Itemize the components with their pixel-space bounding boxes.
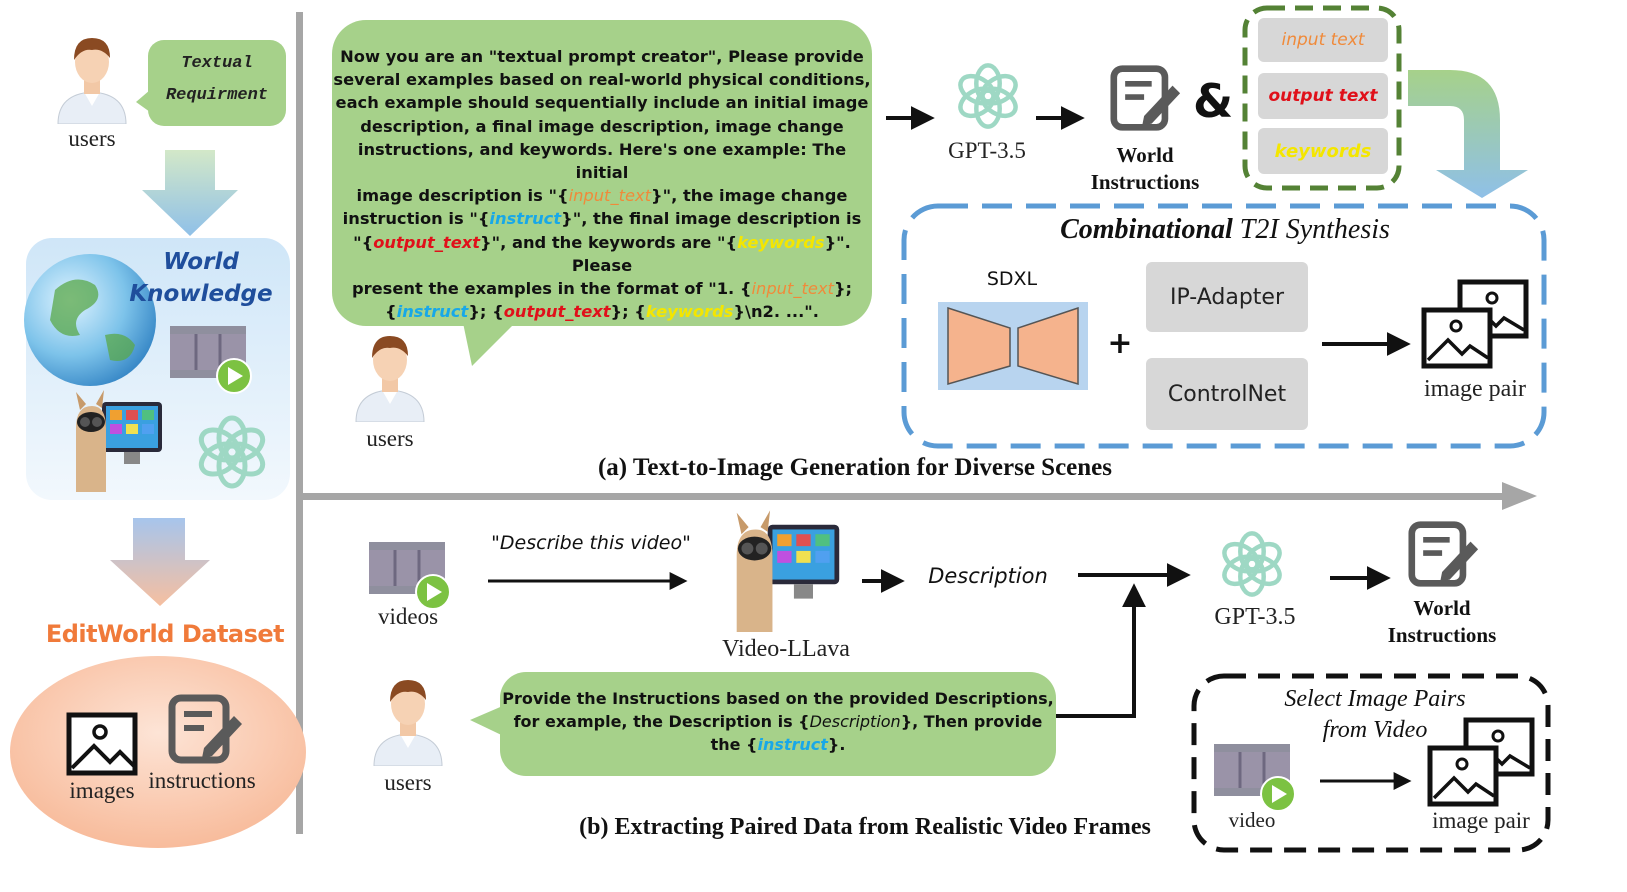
prompt-line: Provide the Instructions based on the pr…: [502, 689, 1054, 708]
top-image-pair-label: image pair: [1424, 376, 1526, 402]
output-keywords: keywords: [1258, 128, 1388, 174]
output-input-text: input text: [1258, 18, 1388, 62]
world-knowledge-line1: World: [163, 249, 239, 275]
openai-logo-icon: [1222, 531, 1282, 597]
synthesis-title-bold: Combinational: [1060, 214, 1233, 245]
prompt-line: instruction is "{instruct}", the final i…: [342, 209, 862, 229]
top-world-instructions-label: World Instructions: [1080, 142, 1210, 196]
world-instructions-line1: World: [1116, 143, 1174, 167]
horizontal-divider: [303, 493, 1503, 500]
video-llava-label: Video-LLava: [722, 636, 850, 662]
left-users-label: users: [68, 126, 116, 151]
image-pair-icon: [1421, 279, 1529, 369]
bottom-users-label: users: [384, 770, 432, 795]
dataset-ellipse: [10, 656, 306, 848]
placeholder-input-text: input_text: [568, 186, 652, 206]
output-output-text: output text: [1258, 73, 1388, 119]
placeholder-instruct: instruct: [489, 209, 562, 229]
placeholder-keywords: keywords: [737, 232, 825, 252]
video-clip-icon: [170, 326, 252, 394]
select-line2: from Video: [1322, 717, 1428, 743]
dataset-title: EditWorld Dataset: [45, 620, 285, 648]
world-instructions-line2: Instructions: [1090, 170, 1200, 194]
description-label: Description: [928, 564, 1048, 588]
placeholder-output-text: output_text: [373, 232, 481, 252]
down-arrow-top: [142, 150, 238, 236]
caption-b: (b) Extracting Paired Data from Realisti…: [579, 814, 1151, 840]
prompt-line: Now you are an "textual prompt creator",…: [340, 47, 864, 66]
prompt-line: image description is "{input_text}", the…: [356, 186, 848, 206]
world-knowledge-title: World Knowledge: [128, 246, 274, 310]
llama-computer-icon: [76, 390, 162, 492]
synthesis-title: Combinational T2I Synthesis: [1010, 214, 1440, 246]
bottom-gpt-label: GPT-3.5: [1214, 604, 1296, 630]
bottom-video-label: video: [1228, 808, 1276, 832]
openai-logo-icon: [198, 415, 266, 489]
prompt-line: for example, the Description is {Descrip…: [513, 712, 1043, 732]
world-knowledge-line2: Knowledge: [129, 281, 273, 307]
prompt-line: instructions, and keywords. Here's one e…: [357, 139, 847, 183]
requirement-bubble: Textual Requirment: [148, 40, 286, 126]
placeholder-description: Description: [809, 712, 901, 732]
prompt-line: several examples based on real-world phy…: [333, 70, 871, 90]
user-avatar-icon: [57, 38, 127, 124]
output-group-box: [1242, 5, 1402, 191]
images-label: images: [69, 778, 135, 803]
placeholder-keywords: keywords: [645, 302, 734, 322]
down-arrow-bottom: [110, 518, 210, 606]
bottom-world-instructions-label: World Instructions: [1376, 595, 1508, 649]
bottom-image-pair-label: image pair: [1432, 808, 1530, 833]
placeholder-output-text: output_text: [503, 302, 611, 322]
requirement-line2: Requirment: [165, 86, 269, 105]
video-clip-icon: [369, 542, 451, 610]
instructions-label: instructions: [148, 768, 256, 793]
select-pairs-title: Select Image Pairs from Video: [1240, 684, 1510, 746]
bottom-prompt-bubble: Provide the Instructions based on the pr…: [500, 672, 1056, 776]
user-avatar-icon: [355, 336, 425, 422]
vertical-divider: [296, 12, 303, 834]
caption-a: (a) Text-to-Image Generation for Diverse…: [597, 454, 1112, 481]
describe-quote: "Describe this video": [491, 532, 691, 554]
select-line1: Select Image Pairs: [1284, 686, 1466, 712]
synthesis-box: [901, 203, 1547, 449]
plus-sign: +: [1107, 326, 1133, 361]
edit-document-icon: [1110, 65, 1181, 131]
edit-document-icon: [168, 694, 242, 764]
horizontal-divider-arrowhead: [1502, 482, 1537, 510]
prompt-line: "{output_text}", and the keywords are "{…: [353, 232, 851, 275]
placeholder-input-text: input_text: [751, 279, 834, 299]
placeholder-instruct: instruct: [396, 302, 469, 322]
llama-computer-icon: [736, 510, 840, 632]
edit-document-icon: [1408, 521, 1479, 587]
requirement-bubble-tail: [136, 90, 150, 112]
placeholder-instruct: instruct: [757, 735, 828, 755]
user-avatar-icon: [373, 680, 443, 766]
prompt-line: the {instruct}.: [710, 735, 846, 755]
videos-label: videos: [377, 604, 439, 629]
bottom-prompt-text: Provide the Instructions based on the pr…: [500, 687, 1056, 757]
prompt-line: {instruct}; {output_text}; {keywords}\n2…: [385, 302, 819, 322]
prompt-line: present the examples in the format of "1…: [351, 279, 853, 299]
curved-arrow: [1408, 70, 1528, 198]
prompt-line: description, a final image description, …: [360, 116, 844, 136]
video-clip-icon: [1214, 744, 1296, 812]
synthesis-title-rest: T2I Synthesis: [1232, 214, 1390, 245]
world-instructions-line1: World: [1413, 596, 1471, 620]
ip-adapter-box: IP-Adapter: [1146, 262, 1308, 332]
sdxl-label: SDXL: [986, 268, 1038, 290]
openai-logo-icon: [958, 63, 1018, 129]
top-bubble-tail: [462, 318, 520, 366]
world-instructions-line2: Instructions: [1387, 623, 1497, 647]
prompt-line: each example should sequentially include…: [335, 93, 869, 113]
top-prompt-bubble: Now you are an "textual prompt creator",…: [332, 20, 872, 326]
top-prompt-text: Now you are an "textual prompt creator",…: [332, 45, 872, 323]
select-pairs-box: [1191, 673, 1551, 853]
image-icon: [66, 712, 138, 776]
top-gpt-label: GPT-3.5: [948, 138, 1026, 163]
requirement-line1: Textual: [181, 54, 253, 73]
top-users-label: users: [366, 426, 414, 451]
image-pair-icon: [1427, 717, 1535, 807]
ampersand: &: [1192, 74, 1234, 128]
controlnet-box: ControlNet: [1146, 358, 1308, 430]
